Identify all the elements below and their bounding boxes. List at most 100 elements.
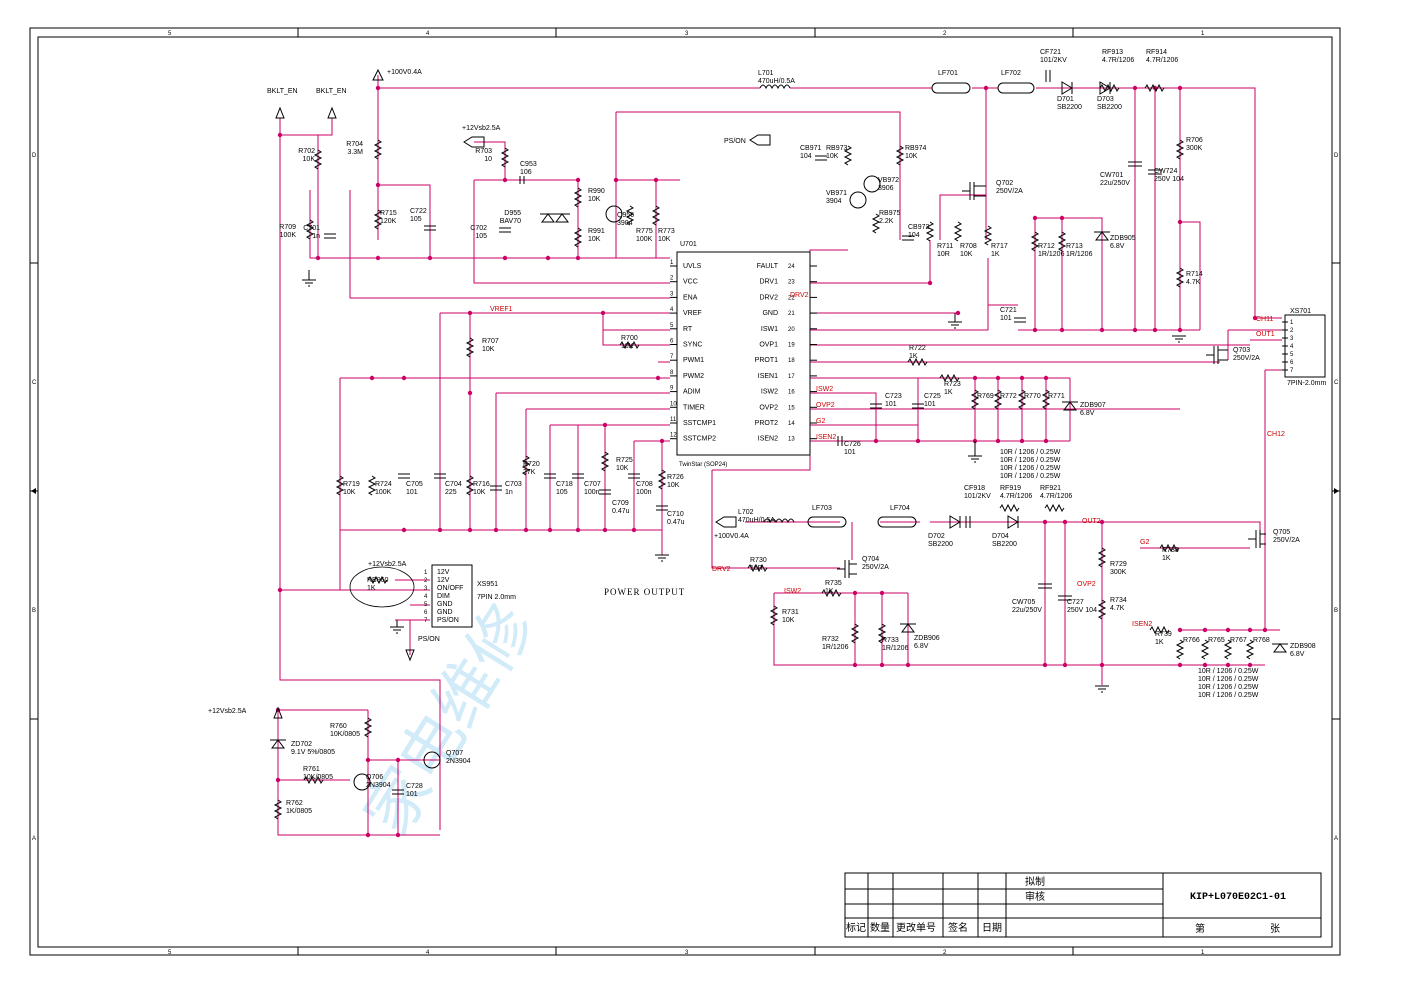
title-col-date: 日期: [982, 922, 1002, 934]
component-value-c702: 105: [475, 233, 487, 240]
u701-pin-number: 1: [670, 260, 674, 266]
component-ref-rb974: RB974: [905, 145, 927, 152]
net-isen2-ic: ISEN2: [816, 434, 836, 441]
resistor-notes-bottom: 10R / 1206 / 0.25W 10R / 1206 / 0.25W 10…: [1198, 668, 1259, 699]
net-out2: OUT2: [1082, 518, 1101, 525]
col-mark-top-1: 1: [1201, 31, 1205, 37]
component-value-l702: 470uH/0.5A: [738, 517, 775, 524]
component-value-r731: 10K: [782, 617, 795, 624]
component-ref-r714: R714: [1186, 271, 1203, 278]
u701-pin-number: 5: [670, 323, 674, 329]
component-ref-r702: R702: [298, 148, 315, 155]
component-value-rf913: 4.7R/1206: [1102, 57, 1134, 64]
component-ref-rb973: RB973: [826, 145, 848, 152]
xs701-pin-number: 7: [1290, 368, 1294, 374]
u701-pin-vref: VREF: [683, 310, 702, 317]
component-value-cb971: 104: [800, 153, 812, 160]
bklt-en-port-1: BKLT_EN: [267, 88, 298, 95]
xs701-pin-number: 1: [1290, 320, 1294, 326]
row-mark-left-a: A: [32, 836, 36, 842]
component-value-q707: 2N3904: [446, 758, 471, 765]
component-value-zdb905: 6.8V: [1110, 243, 1125, 250]
resistor-notes-top: 10R / 1206 / 0.25W 10R / 1206 / 0.25W 10…: [1000, 449, 1061, 480]
component-value-r704: 3.3M: [347, 149, 363, 156]
v12-port-bottom: +12Vsb2.5A: [208, 708, 247, 715]
component-ref-r767: R767: [1230, 637, 1247, 644]
component-value-r762: 1K/0805: [286, 808, 312, 815]
component-ref-r723: R723: [944, 381, 961, 388]
component-ref-q956: Q956: [617, 212, 634, 219]
u701-pin-pwm1: PWM1: [683, 357, 704, 364]
component-value-r720: 27K: [523, 469, 536, 476]
component-ref-lf703: LF703: [812, 505, 832, 512]
resistor-note: 10R / 1206 / 0.25W: [1198, 692, 1259, 699]
component-ref-cb971: CB971: [800, 145, 822, 152]
u701-pin-ovp2: OVP2: [759, 404, 778, 411]
component-ref-zdb906: ZDB906: [914, 635, 940, 642]
component-ref-r722: R722: [909, 345, 926, 352]
watermark-text: 家电维修: [351, 592, 549, 848]
component-value-q705: 250V/2A: [1273, 537, 1300, 544]
xs951-pin-label: PS/ON: [437, 617, 459, 624]
component-value-r760: 10K/0805: [330, 731, 360, 738]
title-block: 拟制 审核 KIP+L070E02C1-01 标记 数量 更改单号 签名 日期 …: [844, 872, 1322, 938]
title-review-label: 审核: [1025, 890, 1045, 903]
u701-pin-prot2: PROT2: [755, 420, 778, 427]
u701-right-pins: 24FAULT23DRV122DRV221GND20ISW119OVP118PR…: [755, 263, 817, 443]
v12-port-top: +12Vsb2.5A: [462, 125, 501, 132]
power-output-annotation: POWER OUTPUT: [604, 587, 685, 597]
col-mark-bottom-3: 3: [685, 950, 689, 956]
component-ref-r712: R712: [1038, 243, 1055, 250]
component-value-cf918: 101/2KV: [964, 493, 991, 500]
component-ref-c710: C710: [667, 511, 684, 518]
component-value-c701: 1n: [312, 233, 320, 240]
component-ref-r704: R704: [346, 141, 363, 148]
component-value-r991: 10K: [588, 236, 601, 243]
col-mark-bottom-1: 1: [1201, 950, 1205, 956]
col-mark-bottom-5: 5: [168, 950, 172, 956]
component-ref-r730: R730: [750, 557, 767, 564]
component-ref-c703: C703: [505, 481, 522, 488]
xs951-pin-label: DIM: [437, 593, 450, 600]
component-ref-c709: C709: [612, 500, 629, 507]
resistor-note: 10R / 1206 / 0.25W: [1198, 668, 1259, 675]
component-value-r739: 1K: [1155, 639, 1164, 646]
component-ref-r734: R734: [1110, 597, 1127, 604]
component-value-r725: 10K: [616, 465, 629, 472]
component-value-r712: 1R/1206: [1038, 251, 1065, 258]
component-ref-r735: R735: [825, 580, 842, 587]
component-value-c707: 100n: [584, 489, 600, 496]
component-value-r773: 10K: [658, 236, 671, 243]
component-value-r761: 10K/0805: [303, 774, 333, 781]
component-ref-cb972: CB972: [908, 224, 930, 231]
component-value-l701: 470uH/0.5A: [758, 78, 795, 85]
component-value-r734: 4.7K: [1110, 605, 1125, 612]
net-ch12: CH12: [1267, 431, 1285, 438]
u701-pin-number: 13: [788, 437, 795, 443]
u701-pin-ena: ENA: [683, 294, 698, 301]
net-drv2-ic: DRV2: [790, 292, 809, 299]
component-value-d702: SB2200: [928, 541, 953, 548]
component-ref-r720: R720: [523, 461, 540, 468]
component-value-rb973: 10K: [826, 153, 839, 160]
component-value-c722: 105: [410, 216, 422, 223]
component-value-c727: 250V 104: [1067, 607, 1097, 614]
row-mark-right-b: B: [1334, 608, 1338, 614]
component-ref-d704: D704: [992, 533, 1009, 540]
u701-pin-vcc: VCC: [683, 279, 698, 286]
row-mark-right-a: A: [1334, 836, 1338, 842]
u701-pin-prot1: PROT1: [755, 357, 778, 364]
component-ref-r717: R717: [991, 243, 1008, 250]
xs701-ref: XS701: [1290, 308, 1311, 315]
u701-pin-number: 9: [670, 386, 674, 392]
component-symbols: [270, 68, 1326, 820]
component-value-rb960: 1K: [367, 585, 376, 592]
component-value-c705: 101: [406, 489, 418, 496]
component-value-r729: 300K: [1110, 569, 1127, 576]
component-ref-q704: Q704: [862, 556, 879, 563]
component-value-r711: 10R: [937, 251, 950, 258]
u701-pin-number: 17: [788, 374, 795, 380]
component-value-r714: 4.7K: [1186, 279, 1201, 286]
